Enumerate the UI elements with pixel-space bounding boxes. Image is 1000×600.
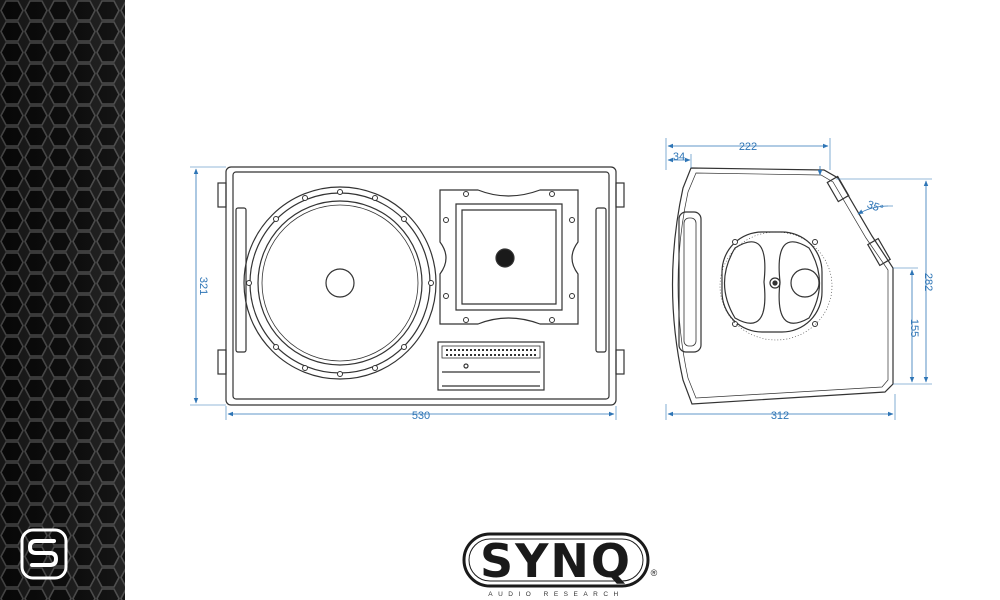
front-height-label: 321 [197,277,209,295]
brand-tagline: AUDIO RESEARCH [488,591,624,598]
side-height-label: 282 [922,273,934,291]
side-angle-label: 35° [865,199,885,216]
front-dimensions [190,166,617,420]
brand-name: SYNQ [480,534,632,588]
side-depth-label: 312 [771,410,789,422]
side-lower-label: 155 [908,319,920,337]
front-view [217,166,625,406]
side-offset-label: 34 [673,151,685,163]
synq-logo: SYNQ ® AUDIO RESEARCH [462,532,658,598]
brand-registered: ® [651,568,658,578]
woofer-icon [243,186,437,380]
speaker-grille-strip [0,0,125,600]
side-dimensions [665,138,932,420]
side-view [671,167,894,405]
synq-badge-icon [20,528,68,580]
front-width-label: 530 [412,410,430,422]
side-handle-icon [721,231,823,333]
bass-port-icon [437,341,545,391]
side-top-label: 222 [739,141,757,153]
horn-tweeter-icon [439,189,579,325]
